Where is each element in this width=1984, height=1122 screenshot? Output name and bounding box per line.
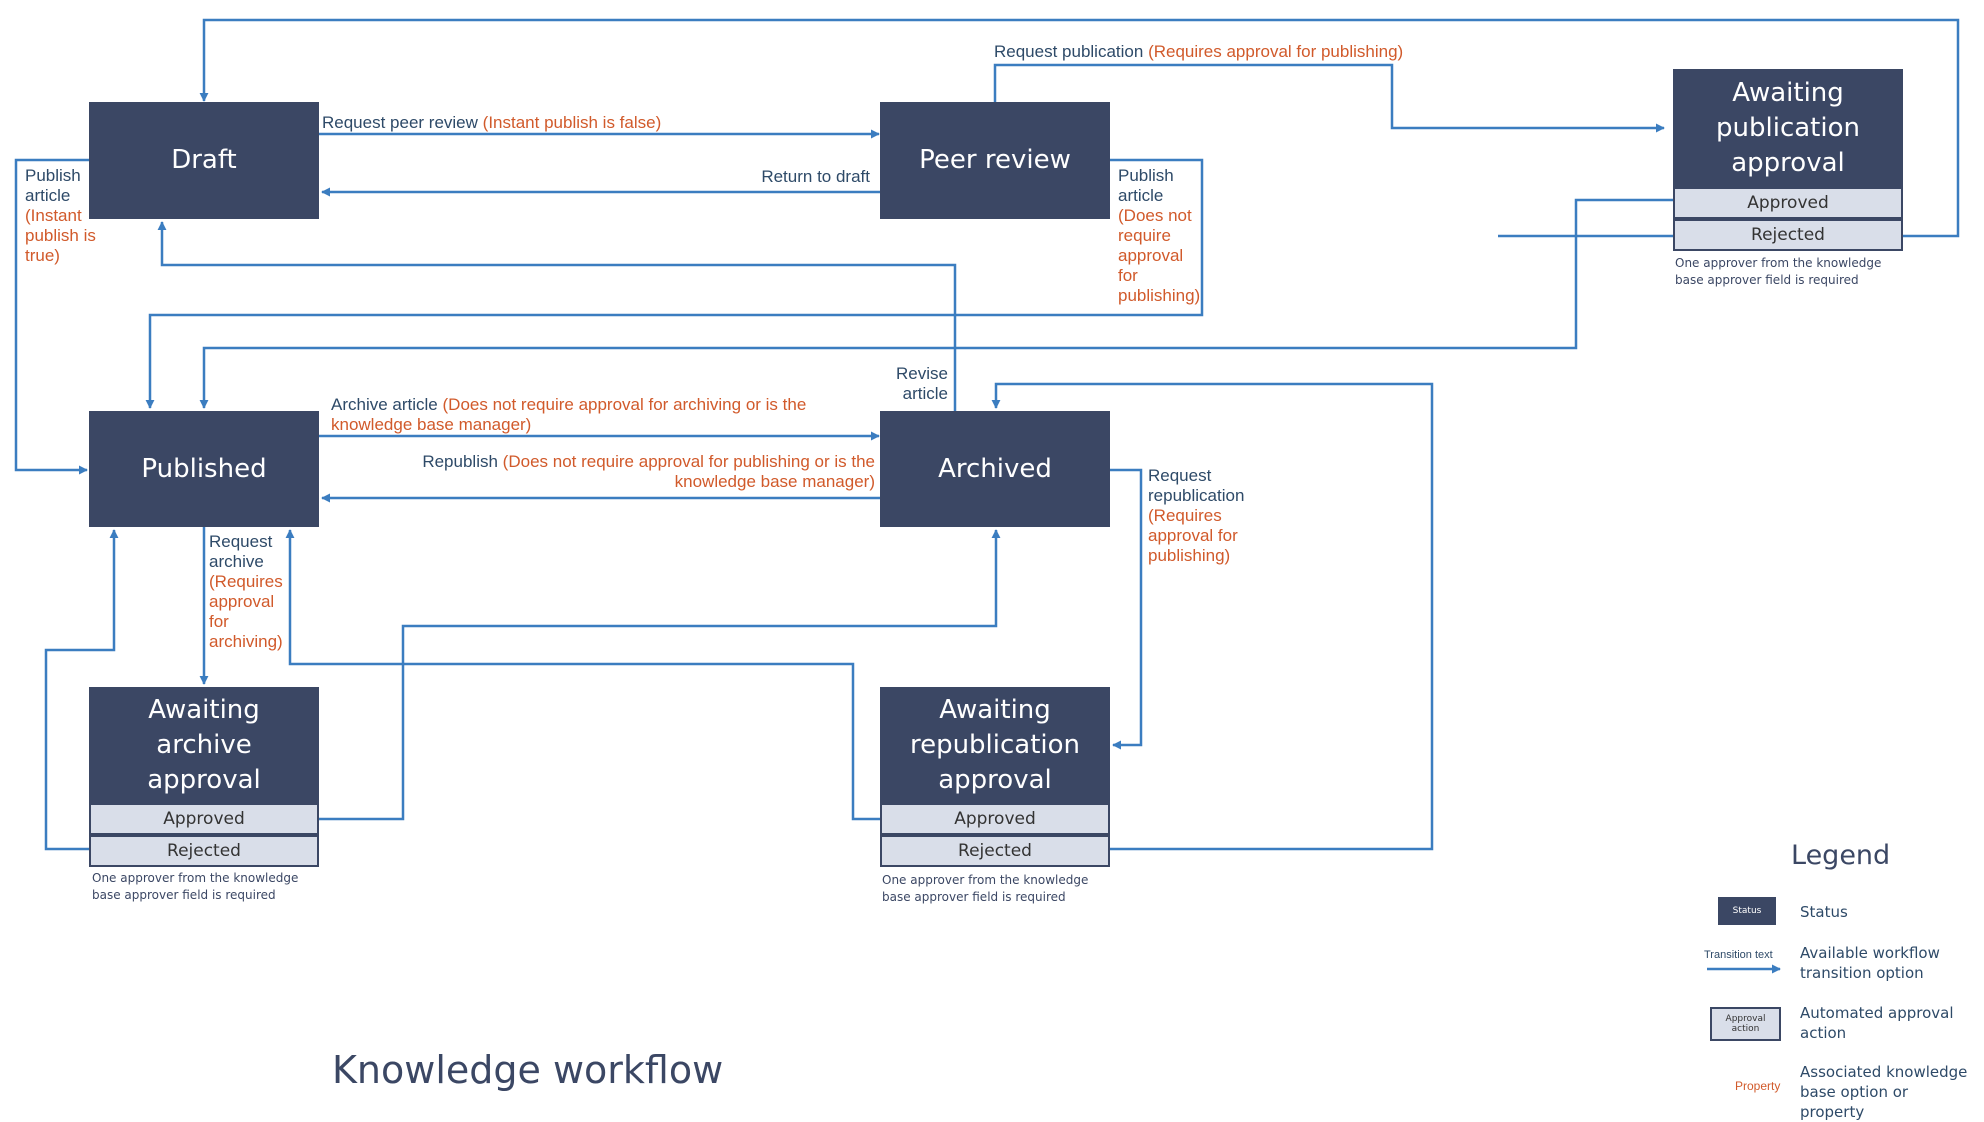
- status-awaiting-archive-approval: Awaiting archive approval: [89, 687, 319, 803]
- legend-property-desc: Associated knowledge base option or prop…: [1800, 1063, 1968, 1121]
- diagram-title: Knowledge workflow: [332, 1048, 724, 1092]
- legend-status-sample: Status: [1718, 897, 1776, 925]
- label-archive-article-prop: (Does not require approval for archiving…: [331, 395, 807, 434]
- label-publish-article-left: Publish article (Instant publish is true…: [25, 166, 110, 266]
- status-draft: Draft: [89, 102, 319, 219]
- arrow-archive-approved: [319, 529, 1001, 821]
- label-publish-article-right-text: Publish article: [1118, 166, 1174, 205]
- arrow-publish-article-right: [145, 158, 1204, 409]
- legend-status-desc: Status: [1800, 903, 1848, 921]
- label-request-publication-prop: (Requires approval for publishing): [1148, 42, 1404, 61]
- status-awaiting-republication-approval: Awaiting republication approval: [880, 687, 1110, 803]
- label-return-to-draft-text: Return to draft: [761, 167, 870, 186]
- arrow-revise-article: [157, 221, 957, 412]
- legend-property-sample: Property: [1735, 1079, 1781, 1093]
- label-request-peer-review-text: Request peer review: [322, 113, 478, 132]
- action-publication-rejected: Rejected: [1673, 219, 1903, 251]
- label-request-republication: Request republication (Requires approval…: [1148, 466, 1268, 566]
- label-publish-article-left-prop: (Instant publish is true): [25, 206, 96, 265]
- note-republication-approver: One approver from the knowledge base app…: [882, 873, 1089, 904]
- label-republish-text: Republish: [422, 452, 498, 471]
- legend-action-desc: Automated approval action: [1800, 1004, 1954, 1042]
- action-publication-approved: Approved: [1673, 187, 1903, 219]
- label-request-peer-review: Request peer review (Instant publish is …: [322, 113, 661, 133]
- label-revise-article: Revise article: [860, 364, 948, 404]
- label-request-archive-text: Request archive: [209, 532, 273, 571]
- status-archived: Archived: [880, 411, 1110, 527]
- label-request-republication-prop: (Requires approval for publishing): [1148, 506, 1238, 565]
- arrow-publish-article-left: [14, 158, 89, 475]
- label-request-peer-review-prop: (Instant publish is false): [482, 113, 662, 132]
- label-publish-article-left-text: Publish article: [25, 166, 81, 205]
- arrow-archive-rejected: [44, 529, 119, 851]
- label-revise-article-text: Revise article: [896, 364, 948, 403]
- note-archive-approver: One approver from the knowledge base app…: [92, 871, 299, 902]
- arrow-republication-rejected: [991, 382, 1434, 851]
- legend-heading: Legend: [1791, 840, 1891, 871]
- arrow-republication-approved: [285, 529, 880, 821]
- note-publication-approver: One approver from the knowledge base app…: [1675, 256, 1882, 287]
- action-archive-approved: Approved: [89, 803, 319, 835]
- arrow-request-republication: [1110, 468, 1143, 750]
- label-publish-article-right-prop: (Does not require approval for publishin…: [1118, 206, 1201, 305]
- label-request-republication-text: Request republication: [1148, 466, 1245, 505]
- action-republication-approved: Approved: [880, 803, 1110, 835]
- legend-action-sample: Approval action: [1710, 1007, 1781, 1041]
- action-republication-rejected: Rejected: [880, 835, 1110, 867]
- legend-transition-desc: Available workflow transition option: [1800, 944, 1940, 982]
- label-publish-article-right: Publish article (Does not require approv…: [1118, 166, 1203, 306]
- label-republish-prop: (Does not require approval for publishin…: [502, 452, 875, 491]
- label-republish: Republish (Does not require approval for…: [415, 452, 875, 492]
- label-request-archive: Request archive (Requires approval for a…: [209, 532, 289, 652]
- label-request-archive-prop: (Requires approval for archiving): [209, 572, 283, 651]
- arrow-pub-approved-to-published: [199, 198, 1673, 409]
- label-request-publication-text: Request publication: [994, 42, 1144, 61]
- arrow-request-publication: [993, 63, 1665, 133]
- label-archive-article-text: Archive article: [331, 395, 438, 414]
- legend-transition-sample: Transition text: [1704, 949, 1773, 961]
- label-archive-article: Archive article (Does not require approv…: [331, 395, 851, 435]
- status-awaiting-publication-approval: Awaiting publication approval: [1673, 69, 1903, 187]
- label-request-publication: Request publication (Requires approval f…: [994, 42, 1403, 62]
- label-return-to-draft: Return to draft: [700, 167, 870, 187]
- status-published: Published: [89, 411, 319, 527]
- action-archive-rejected: Rejected: [89, 835, 319, 867]
- status-peer-review: Peer review: [880, 102, 1110, 219]
